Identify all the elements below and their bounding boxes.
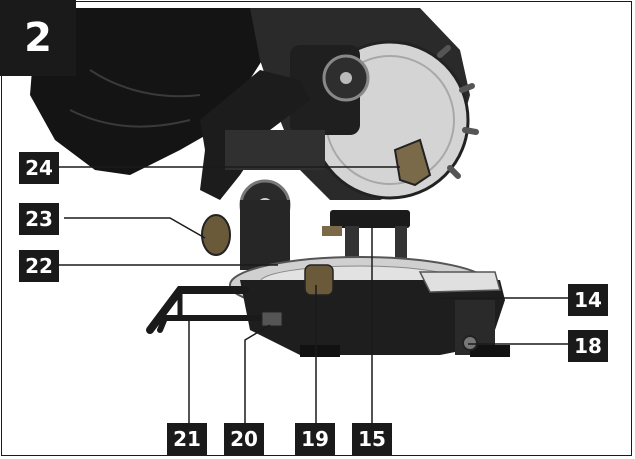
right-table: [418, 271, 501, 293]
extension-lock-screw: [261, 311, 283, 327]
laser-knob: [393, 138, 432, 187]
bevel-lock-knob: [201, 214, 231, 256]
callout-21: 21: [167, 423, 207, 455]
support-column: [240, 200, 290, 270]
callout-24: 24: [19, 152, 59, 184]
callout-19: 19: [295, 423, 335, 455]
callout-15: 15: [352, 423, 392, 455]
callout-14: 14: [568, 284, 608, 316]
callout-18: 18: [568, 330, 608, 362]
callout-20: 20: [224, 423, 264, 455]
leader-lines: [58, 166, 568, 424]
turntable-handle: [304, 264, 334, 296]
callout-23: 23: [19, 203, 59, 235]
dust-bag: [30, 8, 275, 175]
callout-22: 22: [19, 250, 59, 282]
bevel-knob: [462, 335, 478, 351]
figure-number: 2: [0, 0, 76, 76]
workpiece-clamp: [330, 210, 410, 228]
